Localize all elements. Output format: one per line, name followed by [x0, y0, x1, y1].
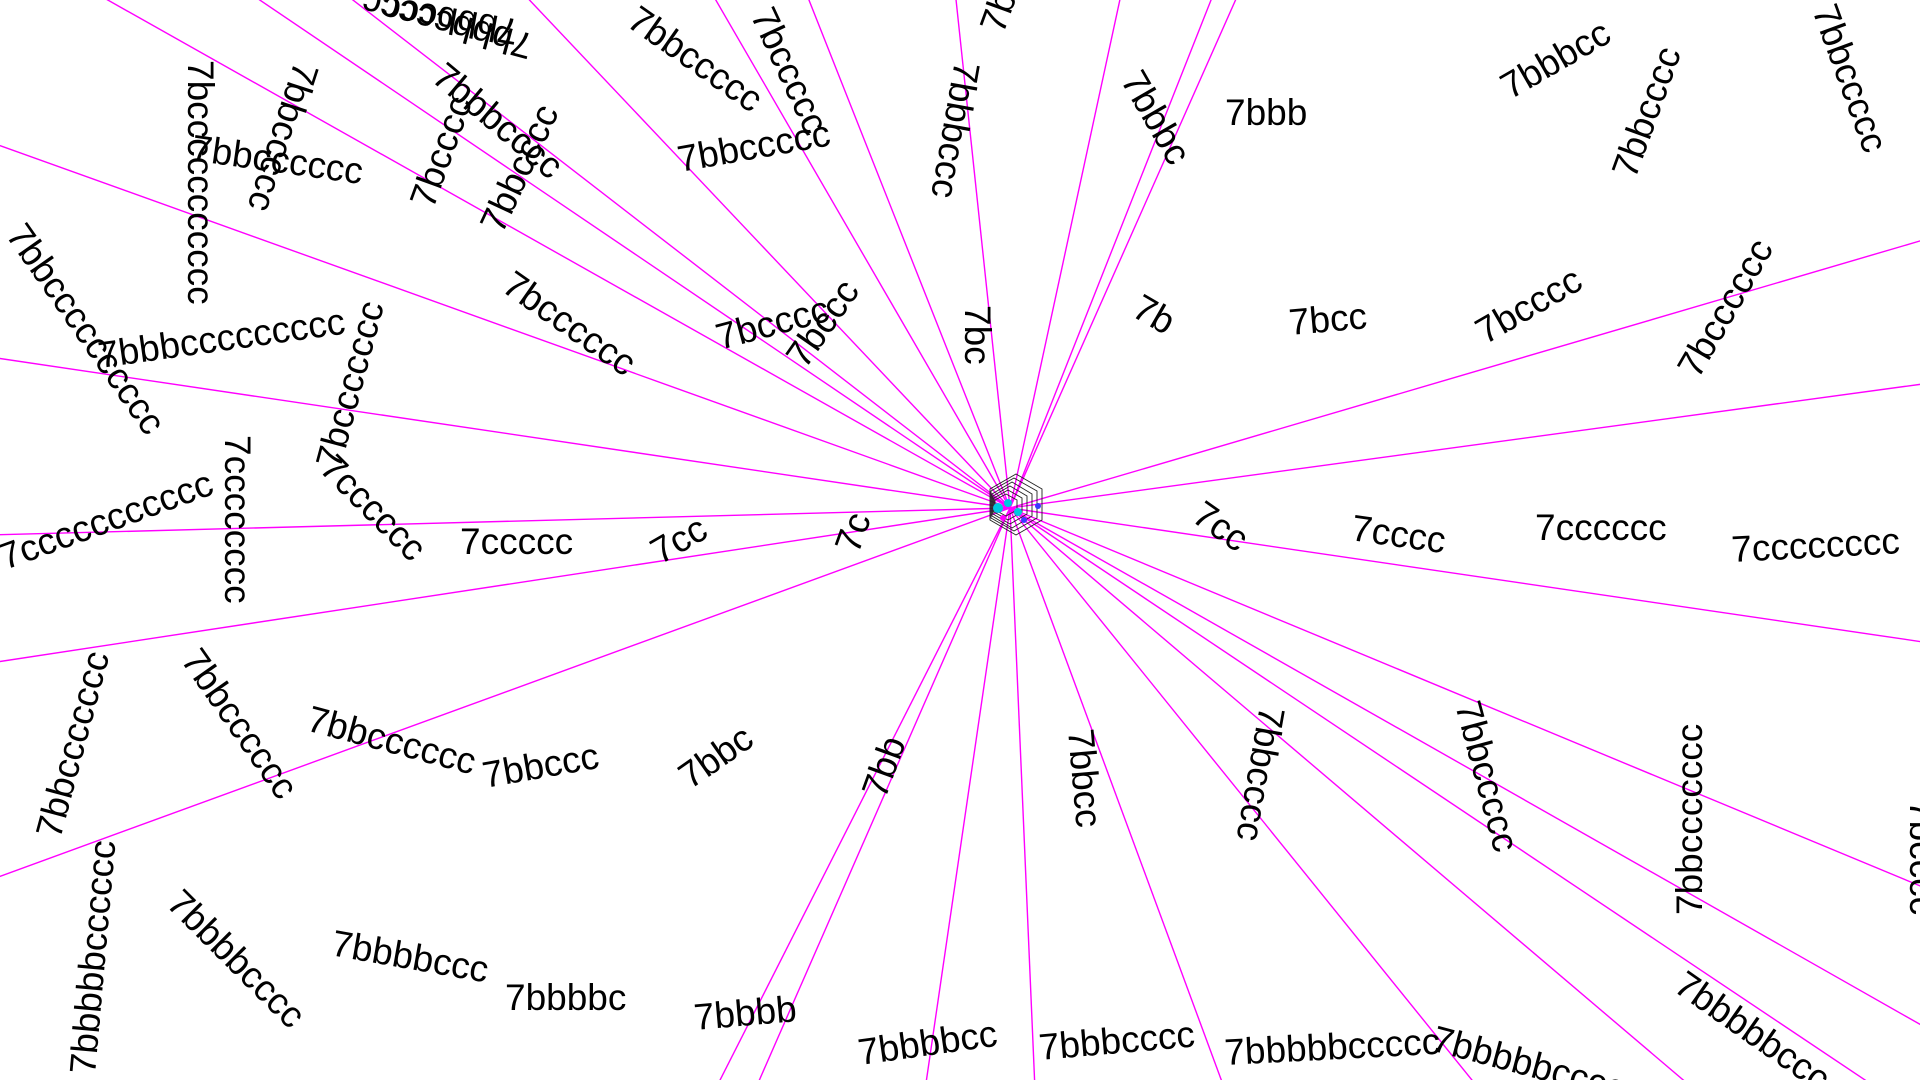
hub-dot [1021, 517, 1027, 523]
hub-dot [1014, 508, 1022, 516]
ray-line [1009, 383, 1920, 509]
hub-dot [1000, 515, 1006, 521]
ray-line [1009, 240, 1920, 509]
ray-line [1009, 0, 1212, 509]
ray-line [1009, 507, 1867, 1080]
hub-hexagon [990, 477, 1038, 532]
ray-line [0, 144, 1011, 509]
ray-line [0, 357, 1011, 509]
ray-line [714, 0, 1011, 509]
ray-line [1009, 507, 1473, 1080]
hub-hexagon [991, 481, 1033, 529]
ray-line [1009, 507, 1920, 643]
ray-line [1009, 507, 1036, 1080]
node-label: 7bcc [1287, 295, 1368, 343]
ray-line [1009, 507, 1920, 887]
node-label: 7bbccccccc [1669, 724, 1710, 915]
hub-hexagon [992, 485, 1028, 525]
hub-hexagon [993, 489, 1023, 521]
node-label: 7cccccc [1535, 507, 1667, 548]
ray-line [1009, 0, 1121, 509]
node-label: 7bccccccccccc [180, 60, 221, 305]
ray-line [1009, 507, 1920, 1026]
ray-line [808, 0, 1011, 509]
ray-line [925, 507, 1011, 1080]
ray-line [0, 507, 1011, 878]
node-label: 7bcccc [1902, 800, 1920, 915]
ray-line [758, 507, 1011, 1080]
hub-dot [993, 503, 1003, 513]
node-label: 7cccccccc [1730, 520, 1900, 570]
ray-line [1009, 507, 1685, 1080]
ray-line [528, 0, 1011, 509]
hub-hexagon [989, 473, 1043, 536]
ray-line [258, 0, 1011, 509]
node-label: 7ccccc [460, 521, 573, 562]
node-label: 7bbbbc [505, 977, 626, 1018]
ray-line [955, 0, 1011, 509]
node-label: 7bbcc [1060, 727, 1109, 829]
ray-line [1009, 0, 1237, 509]
ray-line [719, 507, 1011, 1080]
ray-line [0, 507, 1011, 536]
node-label: 7bbbb [692, 988, 798, 1038]
ray-line [0, 507, 1011, 663]
node-label: 7cccccccc [217, 435, 258, 604]
node-label: 7bbb [1225, 92, 1307, 133]
center-hub [989, 473, 1043, 536]
ray-line [106, 0, 1011, 509]
hub-dot [1004, 499, 1012, 507]
node-label: 7bc [957, 305, 998, 365]
hub-dot [1035, 503, 1041, 509]
hub-hexagon [994, 493, 1018, 517]
ray-line [1009, 507, 1223, 1080]
ray-line [351, 0, 1011, 509]
